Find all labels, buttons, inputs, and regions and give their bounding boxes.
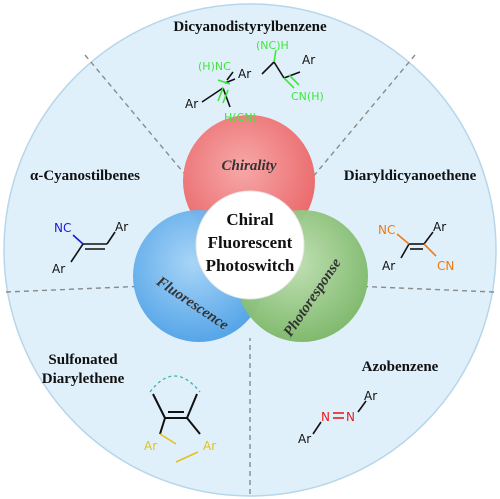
center-title-line3: Photoswitch (206, 256, 295, 275)
structure-cyanostilbene: NC Ar Ar (52, 220, 128, 276)
label-ar-center: Ar (238, 67, 251, 81)
label-ar-top-azo: Ar (364, 389, 377, 403)
label-hcn: H(CN) (224, 111, 257, 124)
label-ar-right-yellow: Ar (203, 439, 216, 453)
label-ar-right: Ar (302, 53, 315, 67)
center-white-circle (195, 190, 305, 300)
label-nch: (NC)H (256, 39, 289, 52)
center-title-line1: Chiral (226, 210, 274, 229)
center-title-line2: Fluorescent (208, 233, 293, 252)
label-n2: N (346, 410, 355, 424)
label-ar-left-yellow: Ar (144, 439, 157, 453)
label-ar-left-bottom: Ar (382, 259, 395, 273)
structure-dicyanoethene: NC Ar Ar CN (378, 220, 454, 273)
section-title-upper-left: α-Cyanostilbenes (30, 168, 140, 184)
label-ar-top-right: Ar (433, 220, 446, 234)
section-title-top: Dicyanodistyrylbenzene (173, 19, 327, 35)
label-hnc: (H)NC (198, 60, 231, 73)
venn-chirality-label: Chirality (221, 158, 276, 174)
structure-dicyanodistyrylbenzene: (H)NC (NC)H Ar Ar Ar CN(H) H(CN) (185, 39, 324, 124)
label-ar-bottom: Ar (52, 262, 65, 276)
structure-diarylethene: Ar Ar (144, 375, 216, 463)
label-cn-orange: CN (437, 259, 454, 273)
section-title-lower-left-2: Diarylethene (42, 371, 125, 387)
structure-azobenzene: N N Ar Ar (298, 389, 377, 446)
section-title-lower-right: Azobenzene (362, 359, 439, 375)
section-title-lower-left-1: Sulfonated (48, 352, 118, 368)
label-cnh: CN(H) (291, 90, 324, 103)
label-nc-orange: NC (378, 223, 395, 237)
label-n1: N (321, 410, 330, 424)
label-ar-bottom-azo: Ar (298, 432, 311, 446)
section-title-upper-right: Diaryldicyanoethene (344, 168, 477, 184)
label-ar-left: Ar (185, 97, 198, 111)
label-ar-top: Ar (115, 220, 128, 234)
label-nc-blue: NC (54, 221, 71, 235)
